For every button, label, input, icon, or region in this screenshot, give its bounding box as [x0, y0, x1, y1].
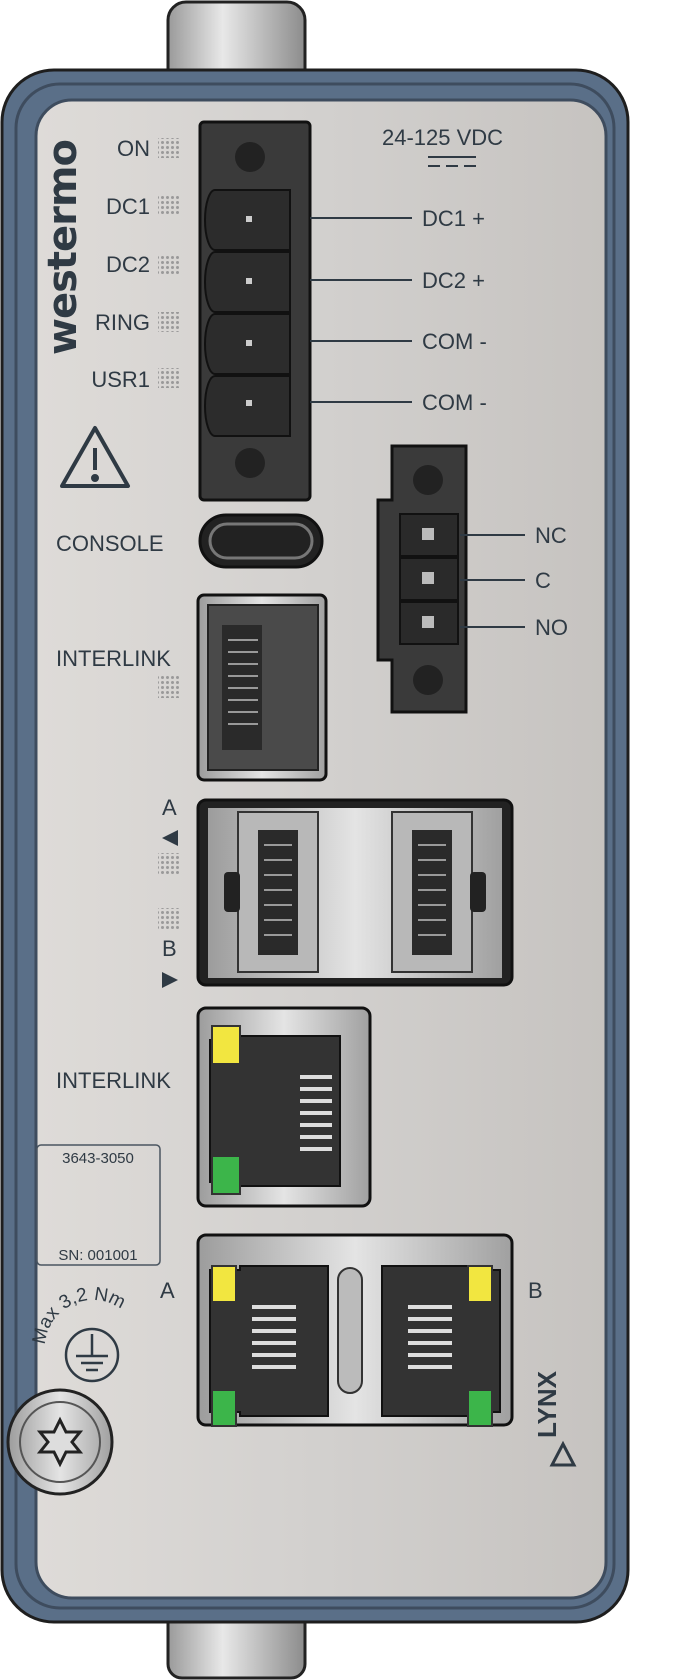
- interlink-sfp-led: [158, 676, 180, 698]
- sfp-a-led: [158, 853, 180, 875]
- eth-port-b[interactable]: [381, 1265, 501, 1427]
- led-yellow: [211, 1025, 241, 1065]
- eth-port-a[interactable]: [209, 1265, 329, 1427]
- warning-icon: [60, 426, 130, 488]
- terminal-label-com2: COM -: [422, 390, 487, 415]
- power-rating: 24-125 VDC: [382, 125, 503, 150]
- led-green: [211, 1155, 241, 1195]
- serial-number: SN: 001001: [58, 1247, 137, 1264]
- eth-label-a: A: [160, 1278, 175, 1303]
- led-label-on: ON: [117, 136, 150, 161]
- torx-icon: [36, 1416, 84, 1468]
- terminal-label-dc1: DC1 +: [422, 206, 485, 231]
- part-number: 3643-3050: [62, 1150, 134, 1167]
- relay-label-no: NO: [535, 615, 568, 640]
- interlink-rj45-label: INTERLINK: [56, 1068, 171, 1093]
- sfp-b-led: [158, 908, 180, 930]
- sfp-port-b[interactable]: [391, 811, 473, 973]
- led-dc1: [158, 196, 180, 216]
- sfp-label-a: A: [162, 795, 177, 820]
- arrow-left-icon: [162, 830, 178, 846]
- led-label-ring: RING: [95, 310, 150, 335]
- led-indicators: ON DC1 DC2 RING USR1: [91, 136, 180, 392]
- led-label-dc2: DC2: [106, 252, 150, 277]
- led-label-dc1: DC1: [106, 194, 150, 219]
- interlink-sfp-label: INTERLINK: [56, 646, 171, 671]
- dc-symbol-icon: [428, 156, 476, 167]
- interlink-sfp-port[interactable]: [196, 593, 328, 782]
- sfp-port-a[interactable]: [237, 811, 319, 973]
- console-usb-c-port[interactable]: [198, 513, 324, 569]
- led-label-usr1: USR1: [91, 367, 150, 392]
- sfp-label-b: B: [162, 936, 177, 961]
- interlink-rj45-port[interactable]: [196, 1006, 372, 1208]
- eth-label-b: B: [528, 1278, 543, 1303]
- console-label: CONSOLE: [56, 531, 164, 556]
- lynx-logo: LYNX: [532, 1370, 577, 1467]
- led-usr1: [158, 368, 180, 388]
- led-dc2: [158, 254, 180, 274]
- power-terminal-block[interactable]: [198, 120, 312, 502]
- svg-text:LYNX: LYNX: [532, 1370, 562, 1438]
- terminal-label-dc2: DC2 +: [422, 268, 485, 293]
- led-on: [158, 138, 180, 158]
- terminal-label-com1: COM -: [422, 329, 487, 354]
- relay-terminal-block[interactable]: [376, 444, 468, 714]
- label-plate: 3643-3050 SN: 001001: [36, 1144, 161, 1266]
- relay-label-nc: NC: [535, 523, 567, 548]
- ground-screw[interactable]: [6, 1388, 114, 1496]
- led-ring: [158, 312, 180, 332]
- westermo-logo: westermo: [40, 140, 86, 355]
- arrow-right-icon: [162, 972, 178, 988]
- ground-icon: [64, 1327, 120, 1383]
- relay-label-c: C: [535, 568, 551, 593]
